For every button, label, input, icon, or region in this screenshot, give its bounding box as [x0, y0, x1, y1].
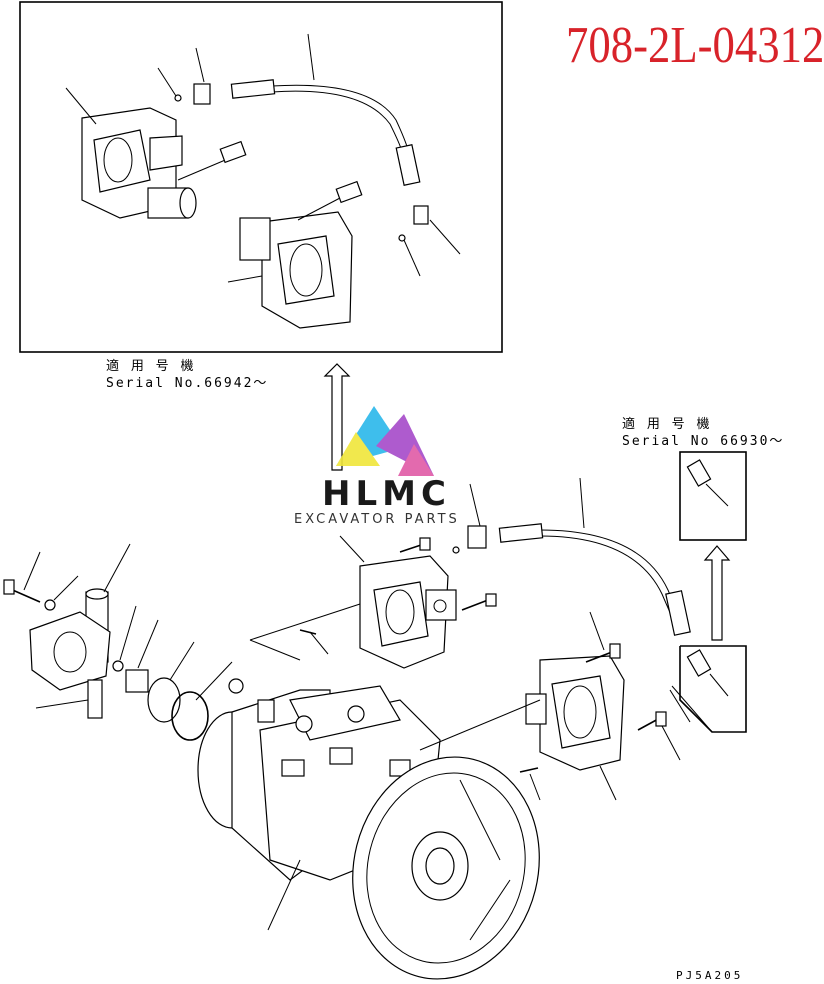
main-bolts [299, 537, 667, 773]
main-flange [352, 756, 540, 980]
left-accessories [3, 579, 275, 741]
main-hose [452, 523, 691, 636]
top-inset [19, 1, 503, 353]
serial-note-right: 適 用 号 機 Serial No 66930～ [622, 416, 784, 450]
main-valve-left [359, 555, 457, 669]
main-leaders [23, 477, 691, 931]
drawing-code: PJ5A205 [676, 969, 744, 982]
top-inset-frame [19, 1, 503, 353]
watermark-subtitle: EXCAVATOR PARTS [294, 512, 460, 527]
serial-note-top: 適 用 号 機 Serial No.66942～ [106, 358, 268, 392]
inset-hose [174, 79, 429, 242]
right-inset-upper [679, 451, 747, 541]
main-valve-right [525, 655, 625, 771]
inset-valve-lower [239, 180, 363, 329]
watermark-brand: HLMC [322, 474, 451, 514]
inset-leaders [65, 33, 461, 283]
serial-number-text: Serial No 66930～ [622, 434, 785, 449]
hlmc-logo-icon [336, 406, 434, 476]
applicable-model-label: 適 用 号 機 [622, 417, 712, 432]
right-inset-lower [671, 645, 747, 733]
inset-arrows [323, 363, 731, 641]
part-number: 708-2L-04312 [566, 17, 824, 74]
exploded-parts-drawing [3, 1, 747, 980]
applicable-model-label: 適 用 号 機 [106, 359, 196, 374]
serial-number-text: Serial No.66942～ [106, 376, 269, 391]
parts-diagram-page: 708-2L-04312 適 用 号 機 Serial No.66942～ 適 … [3, 1, 824, 982]
inset-valve-upper [81, 107, 247, 219]
